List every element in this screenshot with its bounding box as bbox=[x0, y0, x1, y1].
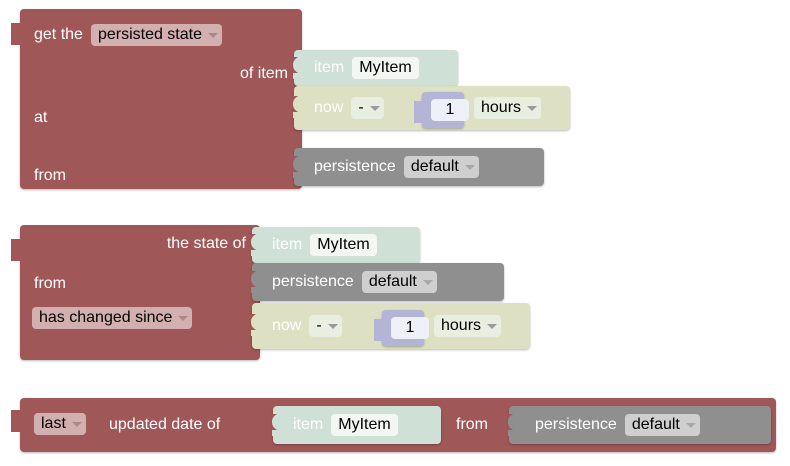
dropdown-label: default bbox=[631, 416, 680, 433]
item-label: item bbox=[314, 59, 345, 76]
operator-dropdown[interactable]: - bbox=[351, 97, 384, 119]
item-row: item MyItem bbox=[314, 57, 419, 79]
input-connector-icon bbox=[293, 57, 302, 79]
chevron-down-icon bbox=[527, 105, 538, 111]
output-connector-icon bbox=[11, 239, 21, 261]
chevron-down-icon bbox=[369, 105, 380, 111]
block-persistence-1[interactable]: persistence default bbox=[293, 148, 544, 186]
persistence-dropdown[interactable]: default bbox=[624, 414, 700, 436]
row-label: of item bbox=[239, 65, 288, 82]
now-label: now bbox=[314, 99, 344, 116]
block-datetime-2[interactable]: now - 1 hours bbox=[251, 303, 530, 349]
block-updated-date[interactable]: last updated date of item MyItem from pe… bbox=[11, 398, 776, 452]
unit-dropdown[interactable]: hours bbox=[434, 315, 502, 337]
row-from-2: from bbox=[34, 276, 66, 292]
dropdown-label: default bbox=[368, 273, 417, 290]
block-item-3[interactable]: item MyItem bbox=[272, 406, 441, 444]
output-connector-icon bbox=[11, 410, 21, 432]
persistence-row: persistence default bbox=[272, 271, 437, 293]
datetime-row: now - bbox=[314, 97, 384, 119]
persistence-label: persistence bbox=[535, 416, 617, 433]
has-changed-since-dropdown[interactable]: has changed since bbox=[32, 307, 193, 329]
chevron-down-icon bbox=[685, 422, 696, 428]
datetime-row: now - bbox=[272, 315, 342, 337]
dropdown-label: persisted state bbox=[97, 26, 202, 43]
operator-label: - bbox=[316, 317, 322, 334]
unit-label: hours bbox=[441, 317, 482, 334]
item-label: item bbox=[272, 236, 303, 253]
input-connector-icon bbox=[293, 156, 302, 178]
input-connector-icon bbox=[251, 234, 260, 256]
row-of-item: of item bbox=[240, 66, 288, 82]
operator-dropdown[interactable]: - bbox=[309, 315, 342, 337]
row-at: at bbox=[34, 110, 47, 126]
unit-label: hours bbox=[481, 99, 522, 116]
block-persistence-3[interactable]: persistence default bbox=[508, 406, 771, 444]
item-row: item MyItem bbox=[272, 234, 377, 256]
block-number-1[interactable]: 1 bbox=[414, 92, 469, 128]
input-connector-icon bbox=[293, 96, 302, 118]
dropdown-label: default bbox=[410, 158, 459, 175]
dropdown-label: has changed since bbox=[39, 309, 173, 326]
number-input[interactable]: 1 bbox=[431, 99, 469, 121]
input-connector-icon bbox=[272, 414, 281, 436]
number-output-connector-icon bbox=[414, 101, 423, 123]
item-row: item MyItem bbox=[293, 414, 398, 436]
persistence-row: persistence default bbox=[314, 156, 479, 178]
last-dropdown[interactable]: last bbox=[34, 413, 86, 435]
row-label: the state of bbox=[166, 235, 246, 252]
block-persisted-state[interactable]: get the persisted state of item at from bbox=[11, 9, 302, 189]
persisted-state-dropdown[interactable]: persisted state bbox=[90, 24, 222, 46]
row-label: from bbox=[34, 275, 66, 292]
chevron-down-icon bbox=[208, 32, 218, 38]
dropdown-label: last bbox=[41, 415, 66, 432]
chevron-down-icon bbox=[71, 421, 82, 427]
input-connector-icon bbox=[251, 314, 260, 336]
row-label: from bbox=[34, 167, 66, 184]
row-label: get the bbox=[34, 26, 83, 43]
input-connector-icon bbox=[251, 271, 260, 293]
now-label: now bbox=[272, 317, 302, 334]
persistence-label: persistence bbox=[272, 273, 354, 290]
row-from: from bbox=[34, 168, 66, 184]
persistence-dropdown[interactable]: default bbox=[361, 271, 437, 293]
row-label: at bbox=[34, 109, 48, 126]
operator-label: - bbox=[358, 99, 364, 116]
chevron-down-icon bbox=[327, 323, 338, 329]
block-number-2[interactable]: 1 bbox=[374, 310, 429, 346]
unit-dropdown[interactable]: hours bbox=[474, 97, 542, 119]
updated-date-of-label: updated date of bbox=[109, 416, 221, 433]
item-label: item bbox=[293, 416, 324, 433]
block-item-1[interactable]: item MyItem bbox=[293, 50, 458, 86]
block-persistence-2[interactable]: persistence default bbox=[251, 263, 504, 301]
chevron-down-icon bbox=[178, 315, 189, 321]
chevron-down-icon bbox=[464, 164, 475, 170]
persistence-dropdown[interactable]: default bbox=[403, 156, 479, 178]
chevron-down-icon bbox=[487, 323, 498, 329]
row-get-the: get the persisted state bbox=[34, 24, 222, 46]
block-datetime-1[interactable]: now - 1 hours bbox=[293, 86, 570, 130]
item-name-input[interactable]: MyItem bbox=[310, 234, 377, 256]
item-name-input[interactable]: MyItem bbox=[331, 414, 398, 436]
number-input[interactable]: 1 bbox=[391, 317, 429, 339]
from-label: from bbox=[456, 416, 488, 433]
number-output-connector-icon bbox=[374, 319, 383, 341]
block-item-2[interactable]: item MyItem bbox=[251, 227, 420, 263]
row-has-changed-since: has changed since bbox=[32, 307, 193, 329]
chevron-down-icon bbox=[422, 279, 433, 285]
persistence-row: persistence default bbox=[535, 414, 700, 436]
block-state-changed[interactable]: the state of from has changed since bbox=[11, 225, 260, 360]
persistence-label: persistence bbox=[314, 158, 396, 175]
input-connector-icon bbox=[508, 414, 517, 436]
output-connector-icon bbox=[11, 23, 21, 45]
row-the-state-of: the state of bbox=[167, 236, 246, 252]
item-name-input[interactable]: MyItem bbox=[352, 57, 419, 79]
